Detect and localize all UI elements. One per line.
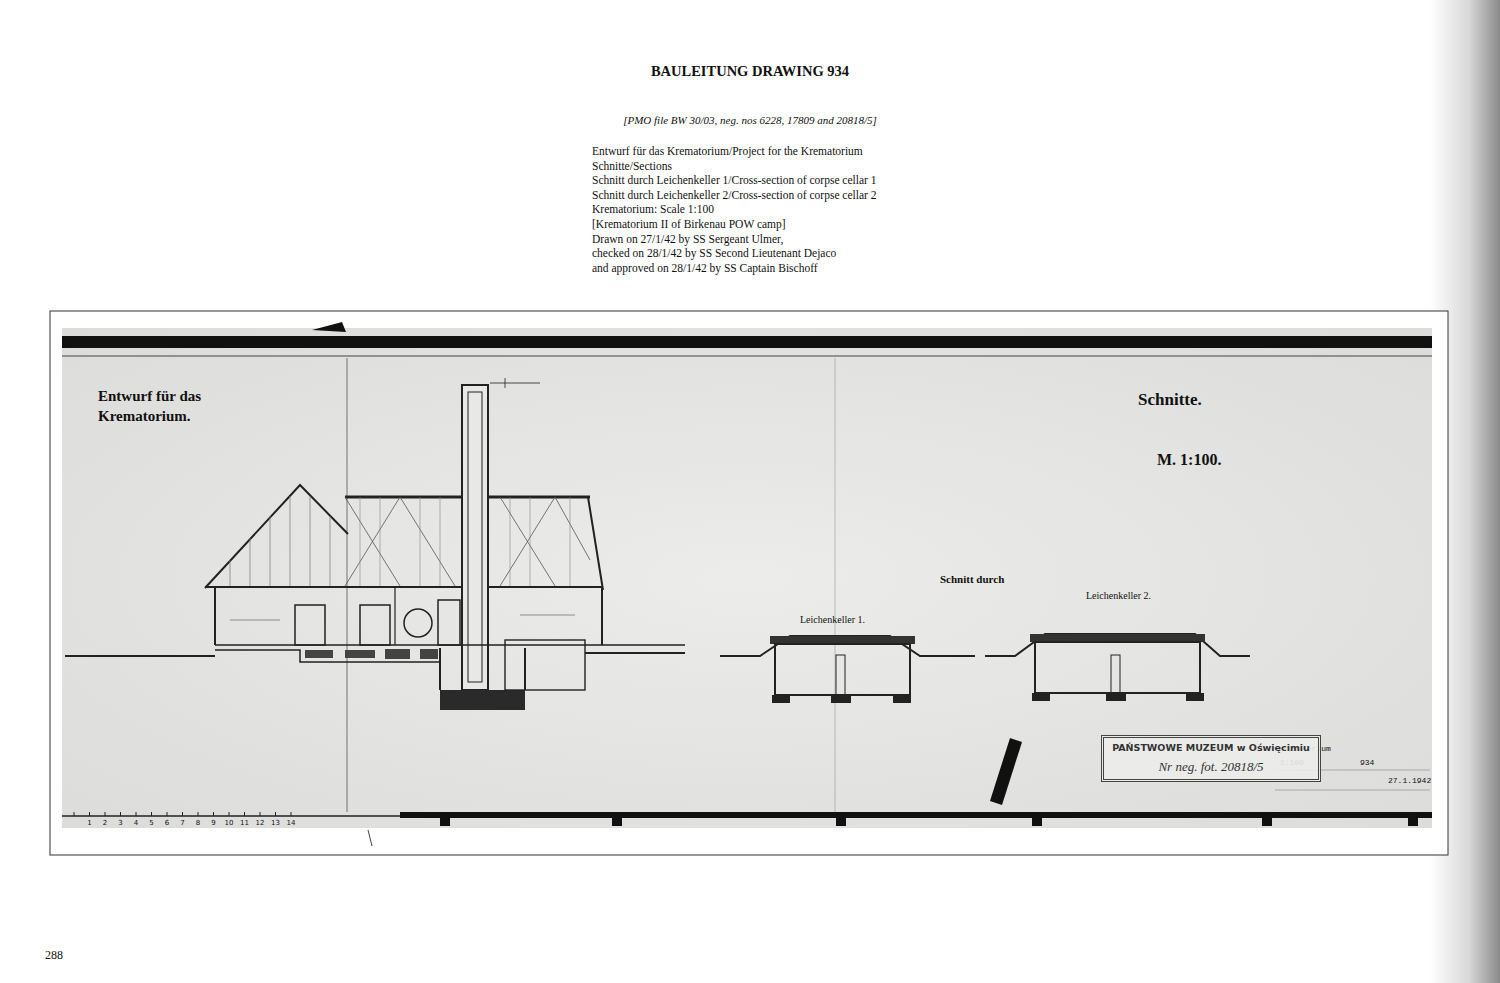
section-label: Leichenkeller 2. — [1086, 590, 1151, 602]
scale-ticks — [74, 812, 291, 816]
border-block — [1408, 818, 1418, 826]
pillar — [1111, 655, 1120, 693]
dimension-line — [490, 378, 540, 388]
roof-hatch — [230, 496, 330, 586]
scale-number: 10 — [225, 819, 234, 827]
stamp-heading: PAŃSTWOWE MUZEUM w Oświęcimiu — [1112, 742, 1310, 753]
border-block — [1032, 818, 1042, 826]
flue-block — [420, 649, 438, 659]
caption-line: Krematorium: Scale 1:100 — [592, 203, 714, 217]
earth-cover — [720, 636, 975, 656]
outer-wall — [215, 587, 602, 645]
scale-number: 2 — [103, 819, 107, 827]
scale-number: 9 — [211, 819, 215, 827]
inner-wall — [394, 587, 395, 645]
black-slash — [990, 738, 1022, 805]
sheet-border-top — [62, 336, 1432, 348]
scale-bar — [62, 815, 400, 817]
section-heading: Schnitt durch — [940, 573, 1004, 586]
drawing-sheet — [62, 328, 1432, 828]
caption-line: Schnitt durch Leichenkeller 1/Cross-sect… — [592, 174, 877, 188]
plate-frame — [50, 311, 1448, 855]
pillar — [836, 655, 845, 695]
footing — [1106, 693, 1126, 701]
footing — [1032, 693, 1050, 701]
caption-line: checked on 28/1/42 by SS Second Lieutena… — [592, 247, 836, 261]
flue-block — [345, 650, 375, 658]
sheet-fold — [347, 358, 348, 812]
scale-number: 6 — [165, 819, 169, 827]
border-block — [1262, 818, 1272, 826]
sheet-fold — [835, 358, 836, 812]
scale-number: 14 — [287, 819, 296, 827]
drawing-title: Entwurf für das Krematorium. — [98, 386, 216, 427]
file-reference: [PMO file BW 30/03, neg. nos 6228, 17809… — [623, 114, 877, 127]
chimney-flue — [468, 392, 482, 682]
cellar-walls — [775, 644, 910, 695]
caption-line: and approved on 28/1/42 by SS Captain Bi… — [592, 262, 818, 276]
roof-slab — [1030, 634, 1205, 642]
scale-number: 7 — [180, 819, 184, 827]
border-block — [836, 818, 846, 826]
caption-line: Entwurf für das Krematorium/Project for … — [592, 145, 863, 159]
roof-gable — [205, 485, 348, 588]
roof-tie-beam — [205, 586, 603, 588]
title-block-text: 27.1.1942 — [1388, 776, 1431, 786]
caption-line: Drawn on 27/1/42 by SS Sergeant Ulmer, — [592, 233, 783, 247]
earth-cover — [985, 634, 1250, 656]
footing — [772, 695, 790, 703]
page-number: 288 — [45, 948, 63, 962]
roof-slab — [770, 636, 915, 644]
ground-line — [585, 652, 685, 654]
caption-line: [Krematorium II of Birkenau POW camp] — [592, 218, 786, 232]
scale-number: 12 — [256, 819, 265, 827]
footing — [1186, 693, 1204, 701]
krematorium-section — [65, 378, 685, 710]
museum-stamp: PAŃSTWOWE MUZEUM w Oświęcimiu Nr neg. fot… — [1101, 735, 1321, 782]
sheet-border-bottom — [400, 812, 1432, 818]
annex-section — [505, 640, 585, 690]
border-block — [612, 818, 622, 826]
sheet-heading: Schnitte. — [1138, 390, 1202, 410]
footing — [831, 695, 851, 703]
cellar-1-section — [720, 636, 975, 703]
oven — [438, 600, 460, 645]
flue-block — [385, 649, 410, 659]
scale-number: 3 — [118, 819, 122, 827]
border-block — [440, 818, 450, 826]
sheet-border-line — [62, 356, 1432, 357]
scale-number: 13 — [271, 819, 280, 827]
scale-number: 4 — [134, 819, 138, 827]
cellar-walls — [1035, 642, 1200, 693]
flue-block — [305, 650, 333, 658]
oven — [360, 605, 390, 645]
title-block-text: 934 — [1360, 758, 1374, 768]
scale-number: 8 — [196, 819, 200, 827]
sheet-corner-mark — [312, 322, 346, 332]
oven-round — [404, 609, 432, 637]
foundation — [440, 690, 525, 710]
stamp-number: Nr neg. fot. 20818/5 — [1112, 759, 1310, 775]
caption-line: Schnitte/Sections — [592, 160, 672, 174]
oven — [295, 605, 325, 645]
cellar-2-section — [985, 634, 1250, 701]
roof-edge — [588, 497, 603, 590]
flue-channel — [215, 650, 440, 662]
basement-wall — [440, 648, 525, 690]
scale-number: 1 — [87, 819, 91, 827]
scale-number: 11 — [240, 819, 249, 827]
pencil-mark — [368, 830, 372, 846]
section-label: Leichenkeller 1. — [800, 614, 865, 626]
dimension-line — [230, 615, 575, 620]
ground-line — [65, 655, 215, 657]
page-title: BAULEITUNG DRAWING 934 — [651, 63, 849, 80]
scale-note: M. 1:100. — [1157, 450, 1221, 469]
footing — [893, 695, 911, 703]
floor-line — [215, 644, 685, 646]
caption-line: Schnitt durch Leichenkeller 2/Cross-sect… — [592, 189, 877, 203]
scale-number: 5 — [149, 819, 153, 827]
